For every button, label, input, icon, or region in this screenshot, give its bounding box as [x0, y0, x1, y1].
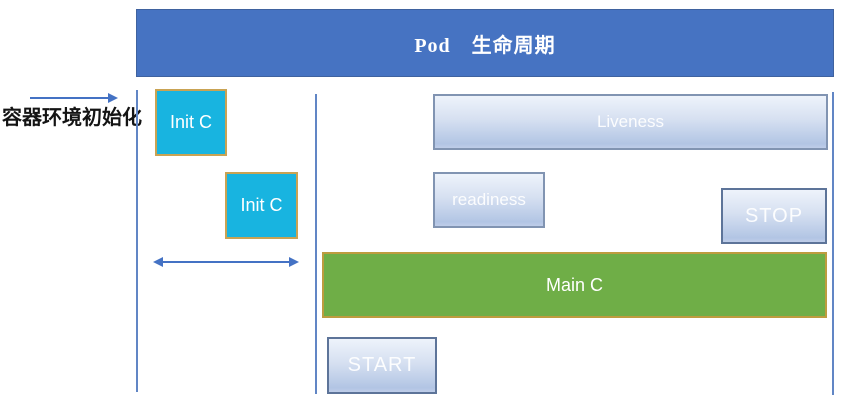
- timeline-middle-line: [315, 94, 317, 394]
- page-title: Pod 生命周期: [414, 34, 556, 57]
- stop-box: STOP: [721, 188, 827, 244]
- right-arrow-icon: [30, 93, 118, 103]
- header-bar: Pod 生命周期: [136, 9, 834, 77]
- timeline-left-line: [136, 90, 138, 392]
- readiness-probe-label: readiness: [452, 190, 526, 209]
- double-arrow-icon: [153, 257, 299, 267]
- init-container-1-label: Init C: [169, 112, 212, 132]
- start-box: START: [327, 337, 437, 394]
- init-phase-label: 容器环境初始化: [2, 107, 142, 129]
- init-container-2-label: Init C: [240, 195, 283, 215]
- readiness-probe-box: readiness: [433, 172, 545, 228]
- liveness-probe-label: Liveness: [596, 112, 665, 131]
- liveness-probe-box: Liveness: [433, 94, 828, 150]
- timeline-right-line: [832, 92, 834, 395]
- main-container-label: Main C: [545, 274, 603, 295]
- init-container-2-box: Init C: [225, 172, 298, 239]
- stop-label: STOP: [744, 204, 804, 227]
- init-container-1-box: Init C: [155, 89, 227, 156]
- main-container-box: Main C: [322, 252, 827, 318]
- start-label: START: [347, 354, 417, 376]
